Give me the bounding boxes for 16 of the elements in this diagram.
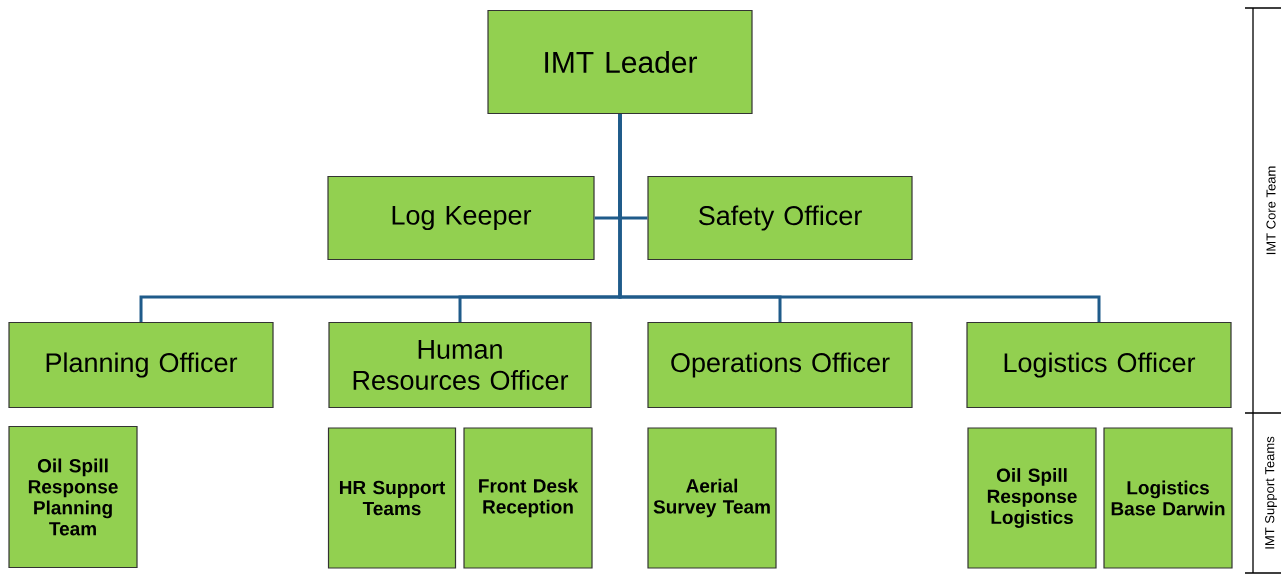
team-box: HR Support Teams <box>327 427 457 569</box>
team-box: Aerial Survey Team <box>647 427 777 569</box>
role-box: Operations Officer <box>647 321 913 409</box>
team-box: Oil Spill Response Planning Team <box>8 425 138 569</box>
role-box: Safety Officer <box>647 175 913 261</box>
role-box: Planning Officer <box>8 321 274 409</box>
connector-line <box>618 114 1101 322</box>
team-box: Logistics Base Darwin <box>1103 427 1233 569</box>
role-box: Log Keeper <box>327 175 595 261</box>
role-box: IMT Leader <box>487 9 753 115</box>
section-label: IMT Support Teams <box>1265 436 1277 549</box>
team-box: Oil Spill Response Logistics <box>967 427 1097 569</box>
role-box: Human Resources Officer <box>328 321 592 409</box>
section-label: IMT Core Team <box>1266 166 1276 255</box>
role-box: Logistics Officer <box>966 321 1232 409</box>
team-box: Front Desk Reception <box>463 427 593 569</box>
